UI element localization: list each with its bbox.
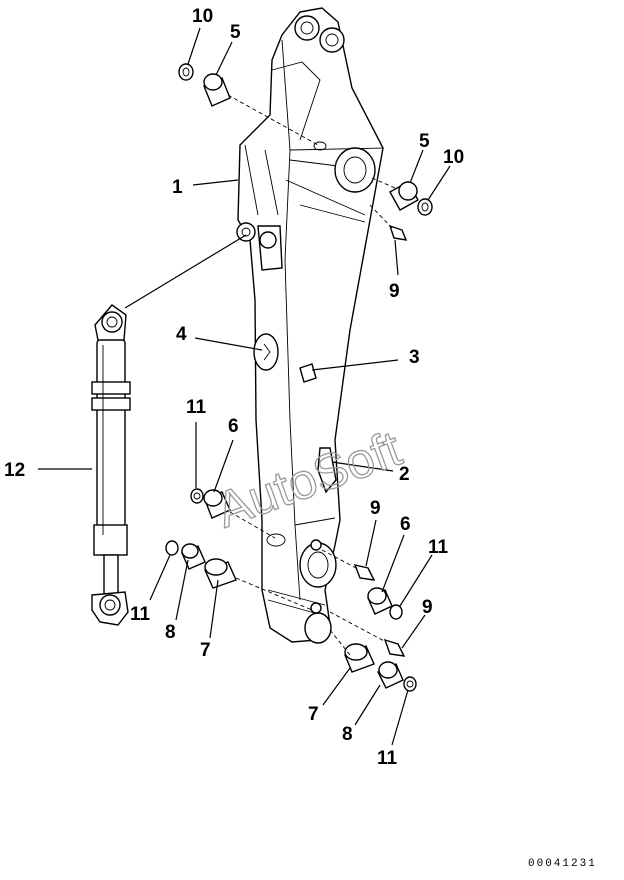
callouts: 10 5 1 5 10 9 4 3 11 6 12 2 9 6 11 9 11 … <box>4 6 464 769</box>
callout-6: 6 <box>228 416 239 437</box>
callout-8: 8 <box>165 622 176 643</box>
callout-5: 5 <box>419 131 430 152</box>
callout-7: 7 <box>200 640 211 661</box>
callout-12: 12 <box>4 460 25 481</box>
callout-9: 9 <box>422 597 433 618</box>
leader-lines <box>38 27 451 746</box>
callout-5: 5 <box>230 22 241 43</box>
callout-4: 4 <box>176 324 187 345</box>
callout-11: 11 <box>428 537 449 558</box>
callout-1: 1 <box>172 177 183 198</box>
callout-10: 10 <box>443 147 464 168</box>
cylinder-assembly <box>91 304 131 626</box>
callout-11: 11 <box>186 397 207 418</box>
document-code: 00041231 <box>528 858 597 870</box>
callout-6: 6 <box>400 514 411 535</box>
callout-9: 9 <box>370 498 381 519</box>
callout-9: 9 <box>389 281 400 302</box>
callout-11: 11 <box>130 604 151 625</box>
loose-parts <box>165 63 433 692</box>
callout-10: 10 <box>192 6 213 27</box>
callout-3: 3 <box>409 347 420 368</box>
callout-7: 7 <box>308 704 319 725</box>
arm-body <box>236 7 384 644</box>
callout-11: 11 <box>377 748 398 769</box>
callout-8: 8 <box>342 724 353 745</box>
callout-2: 2 <box>399 464 410 485</box>
